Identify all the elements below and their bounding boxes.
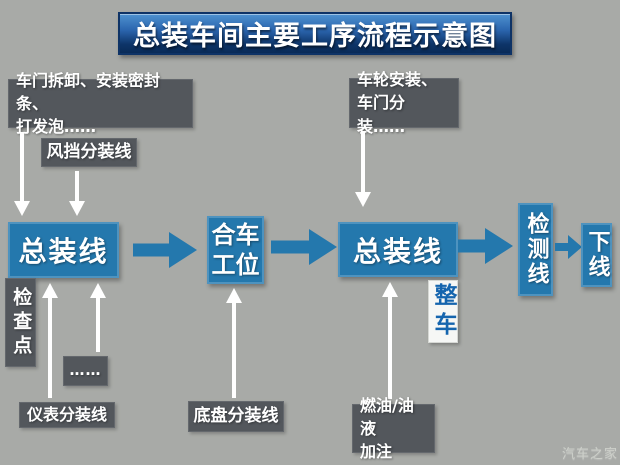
node-marriage-station: 合车 工位 [207, 216, 264, 284]
arrow-head [485, 228, 513, 264]
page-title: 总装车间主要工序流程示意图 [118, 12, 512, 55]
watermark: 汽车之家 [562, 447, 619, 462]
arrow-head [42, 283, 58, 298]
arrow-head [355, 192, 371, 207]
arrow-head [69, 201, 85, 216]
node-instrument-subline: 仪表分装线 [19, 402, 115, 428]
node-door-prep: 车门拆卸、安装密封条、 打发泡…… [8, 71, 193, 136]
arrow-head [226, 288, 242, 303]
arrow-up-dots-icon [90, 283, 106, 352]
node-checkpoint: 检查点 [5, 278, 36, 367]
arrow-down-windshield-icon [69, 171, 85, 216]
node-chassis-subline: 底盘分装线 [188, 401, 284, 432]
arrow-shaft [555, 243, 569, 251]
arrow-right-marriage-to-assembly2-icon [271, 229, 337, 265]
arrow-shaft [133, 243, 171, 257]
arrow-right-inspection-to-offline-icon [555, 235, 582, 259]
arrow-shaft [388, 296, 392, 399]
arrow-up-fuel-icon [382, 282, 398, 399]
arrow-shaft [271, 240, 311, 254]
arrow-shaft [75, 171, 79, 202]
arrow-head [14, 201, 30, 216]
node-assembly-line-1: 总装线 [8, 222, 119, 278]
arrow-head [568, 235, 582, 259]
arrow-right-assembly1-to-marriage-icon [133, 232, 197, 268]
arrow-up-instrument-icon [42, 283, 58, 398]
arrow-head [309, 229, 337, 265]
arrow-head [90, 283, 106, 298]
arrow-down-door-prep-icon [14, 132, 30, 216]
node-fuel-filling: 燃油/油液 加注 [352, 396, 435, 461]
arrow-down-wheel-icon [355, 131, 371, 207]
arrow-up-chassis-icon [226, 288, 242, 398]
node-wheel-install: 车轮安装、 车门分装…… [349, 70, 459, 136]
node-windshield-subline: 风挡分装线 [41, 138, 137, 167]
arrow-shaft [458, 239, 487, 253]
arrow-shaft [361, 131, 365, 193]
arrow-shaft [232, 302, 236, 398]
node-complete-vehicle: 整车 [428, 280, 458, 343]
arrow-head [382, 282, 398, 297]
arrow-shaft [20, 132, 24, 202]
node-assembly-line-2: 总装线 [338, 222, 458, 277]
arrow-head [169, 232, 197, 268]
arrow-shaft [48, 297, 52, 398]
node-more-sublines: …… [63, 356, 108, 386]
arrow-shaft [96, 297, 100, 352]
node-inspection-line: 检测线 [518, 203, 553, 296]
node-offline: 下线 [581, 223, 612, 287]
arrow-right-assembly2-to-inspection-icon [458, 228, 513, 264]
